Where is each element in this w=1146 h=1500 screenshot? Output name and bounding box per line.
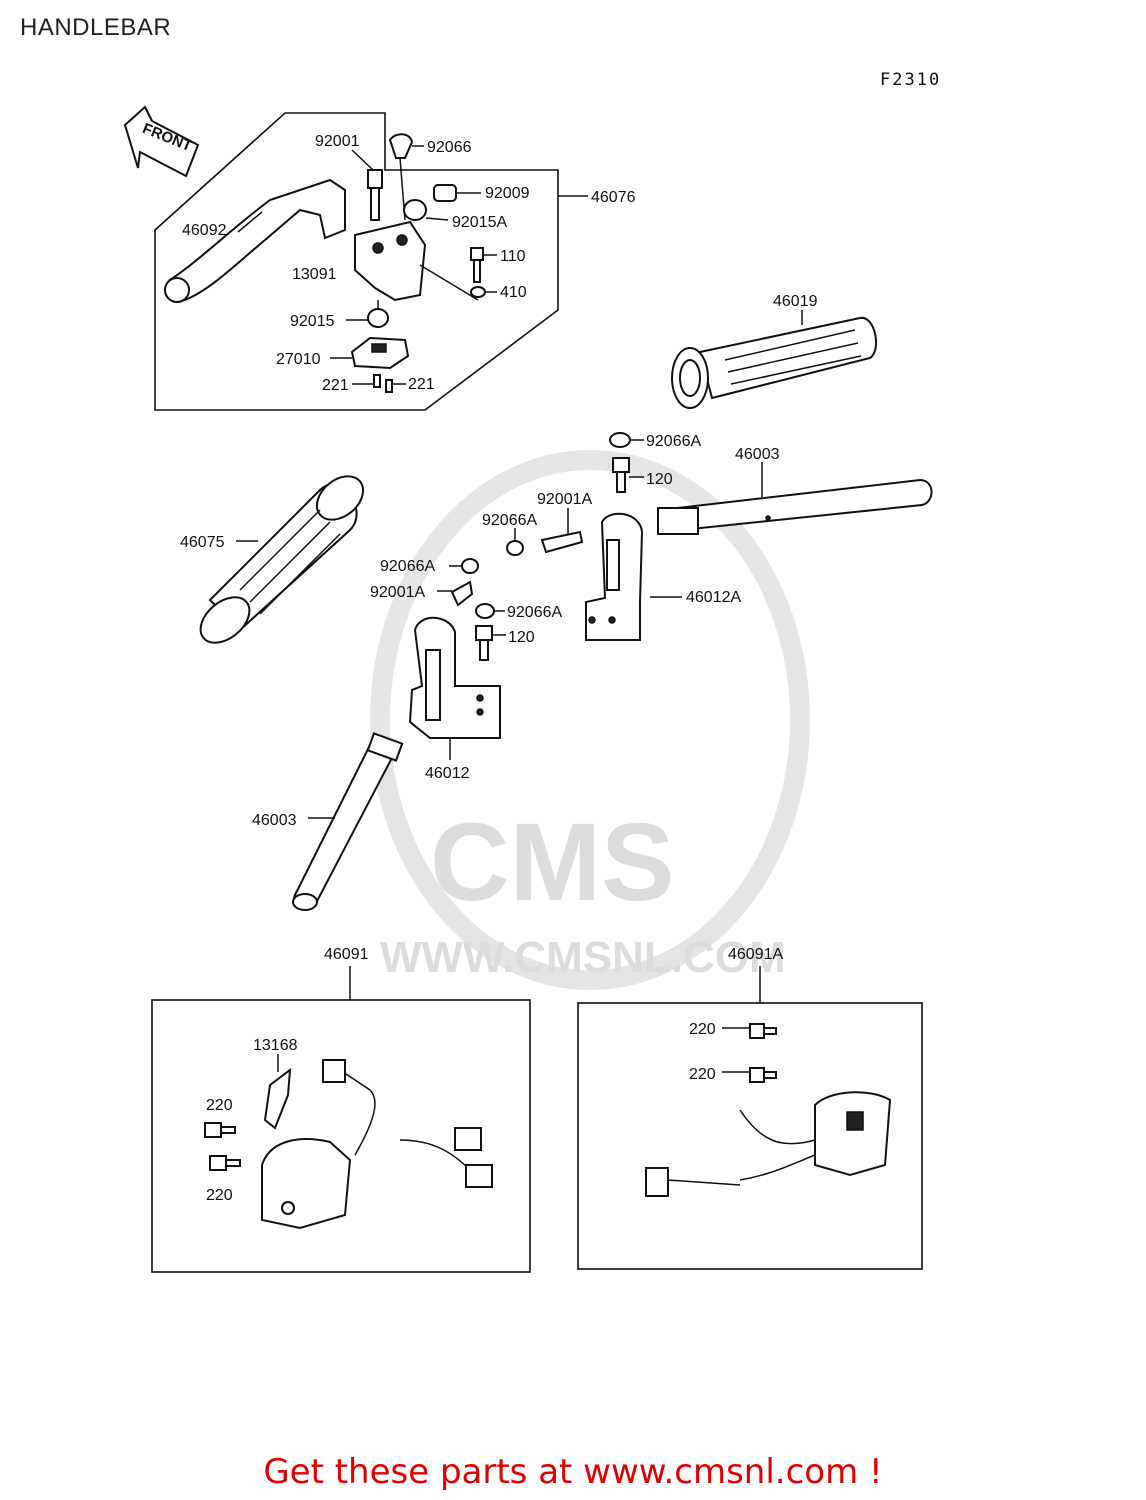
parts-diagram: CMS WWW.CMSNL.COM FRONT: [123, 105, 933, 1273]
label-410: 410: [500, 284, 527, 301]
label-92001A-center: 92001A: [537, 491, 592, 508]
clutch-lever: [164, 178, 346, 303]
label-92001A-left: 92001A: [370, 584, 425, 601]
cap-92066: [388, 133, 414, 159]
right-switch-box: [577, 1002, 923, 1270]
right-grip-46019: [671, 316, 878, 409]
label-220-right-bottom: 220: [689, 1066, 716, 1083]
cta-link[interactable]: Get these parts at www.cmsnl.com !: [263, 1452, 883, 1492]
bolt-120-top: [612, 457, 630, 493]
label-46003-right: 46003: [735, 446, 780, 463]
label-92066A-left: 92066A: [380, 558, 435, 575]
label-46012: 46012: [425, 765, 470, 782]
label-110: 110: [500, 248, 526, 265]
label-92066: 92066: [427, 139, 472, 156]
watermark-logo: CMS: [430, 801, 674, 924]
bolt-92001: [367, 169, 383, 221]
label-120-top: 120: [646, 471, 673, 488]
left-switch-box: [151, 999, 531, 1273]
left-switch-housing: [261, 1059, 493, 1230]
cap-92066A-center: [506, 540, 524, 556]
nut-92015A: [403, 199, 427, 221]
left-holder-46012: [408, 616, 501, 739]
label-46092: 46092: [182, 222, 227, 239]
bolt-120-lower: [475, 625, 493, 661]
label-221-right: 221: [408, 376, 435, 393]
switch-27010: [350, 336, 410, 370]
screw-220-right-bottom: [749, 1067, 777, 1083]
bolt-92001A-center: [540, 530, 584, 554]
label-46091: 46091: [324, 946, 369, 963]
right-handlebar-46003: [657, 478, 933, 535]
label-46012A: 46012A: [686, 589, 741, 606]
right-holder-46012A: [585, 512, 644, 641]
label-46076: 46076: [591, 189, 636, 206]
label-46091A: 46091A: [728, 946, 783, 963]
label-220-left-top: 220: [206, 1097, 233, 1114]
cap-92066A-lower: [475, 603, 495, 619]
bolt-110: [470, 247, 484, 283]
watermark-url: WWW.CMSNL.COM: [380, 933, 786, 982]
adjuster-92009: [433, 184, 457, 202]
left-handlebar-46003: [292, 732, 404, 911]
label-92066A-lower: 92066A: [507, 604, 562, 621]
label-220-right-top: 220: [689, 1021, 716, 1038]
label-92001: 92001: [315, 133, 360, 150]
cap-92066A-left: [461, 558, 479, 574]
label-92015: 92015: [290, 313, 335, 330]
label-92015A: 92015A: [452, 214, 507, 231]
screw-221-left: [373, 374, 381, 388]
label-92009: 92009: [485, 185, 530, 202]
bolt-92001A-left: [450, 580, 474, 607]
left-grip-46075: [199, 475, 365, 644]
label-13091: 13091: [292, 266, 337, 283]
front-arrow-icon: FRONT: [123, 105, 200, 178]
screw-220-right-top: [749, 1023, 777, 1039]
page-title: HANDLEBAR: [20, 14, 172, 41]
label-120-lower: 120: [508, 629, 535, 646]
clamp-13168: [263, 1067, 292, 1130]
screw-220-left-top: [204, 1122, 236, 1138]
lever-assembly-box: [154, 112, 559, 411]
figure-code: F2310: [880, 70, 942, 90]
watermark: CMS WWW.CMSNL.COM: [370, 450, 810, 990]
label-13168: 13168: [253, 1037, 298, 1054]
label-220-left-bottom: 220: [206, 1187, 233, 1204]
right-switch-housing: [645, 1091, 892, 1197]
washer-410: [470, 286, 486, 298]
screw-221-right: [385, 379, 393, 393]
lever-bracket: [354, 220, 427, 302]
label-27010: 27010: [276, 351, 321, 368]
screw-220-left-bottom: [209, 1155, 241, 1171]
label-46003-left: 46003: [252, 812, 297, 829]
label-46075: 46075: [180, 534, 225, 551]
label-92066A-center: 92066A: [482, 512, 537, 529]
label-92066A-top: 92066A: [646, 433, 701, 450]
label-221-left: 221: [322, 377, 349, 394]
cap-92066A-top: [609, 432, 631, 448]
label-46019: 46019: [773, 293, 818, 310]
nut-92015: [367, 308, 389, 328]
